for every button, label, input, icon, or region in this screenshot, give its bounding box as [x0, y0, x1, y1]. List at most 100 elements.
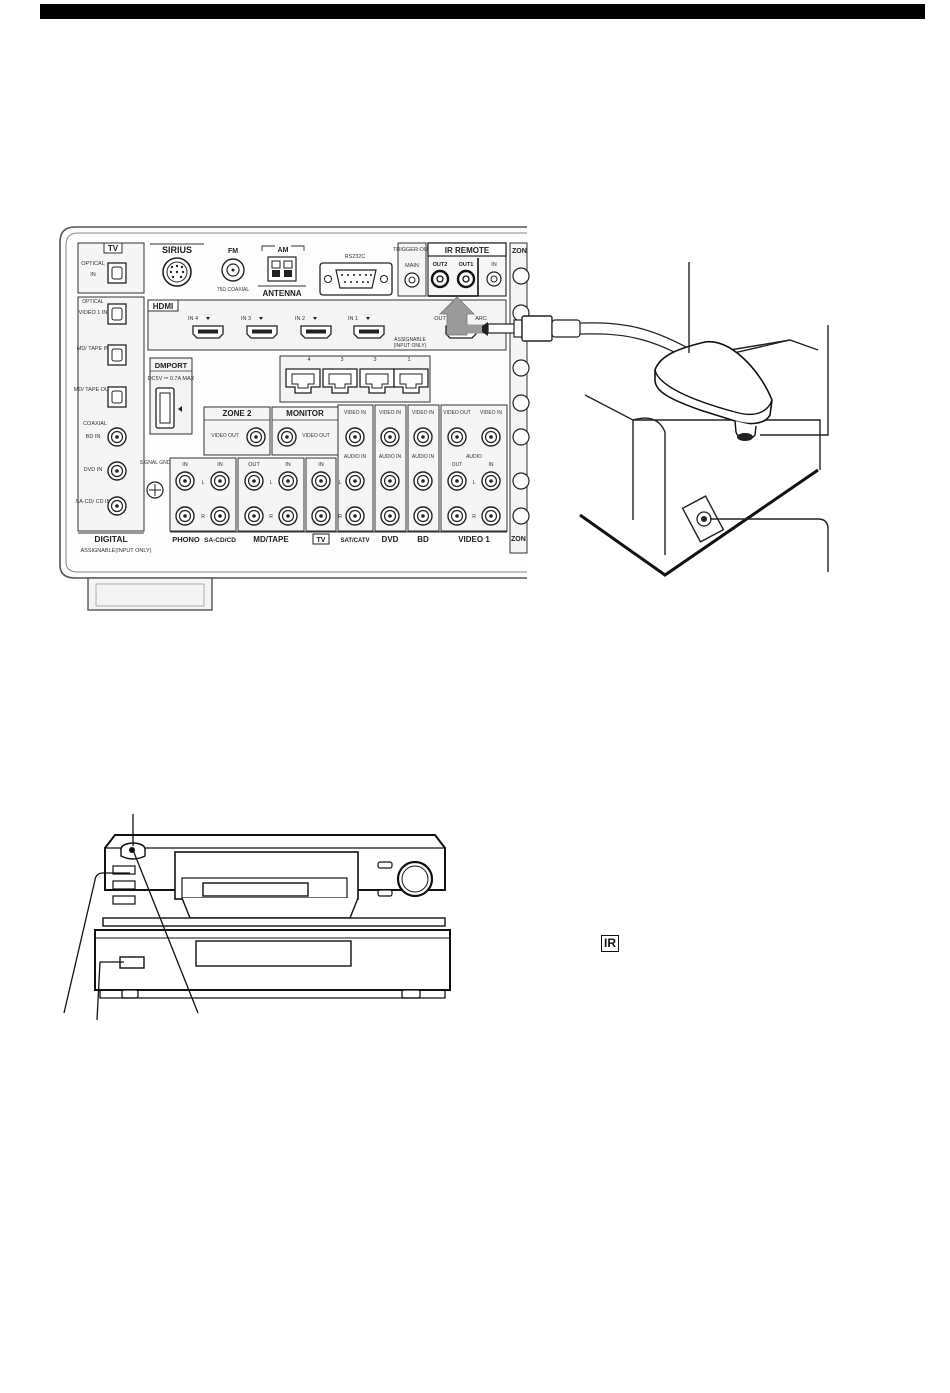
md-tape-out-label: MD/ TAPE OUT [74, 387, 113, 393]
hdmi-in2-label: IN 2 [295, 316, 305, 322]
satcatv-l-label: L [339, 480, 342, 486]
phono-r-label: R [201, 514, 205, 520]
dvd-video-in-label: VIDEO IN [379, 410, 401, 416]
video1-label: VIDEO 1 [458, 535, 490, 544]
phono-label: PHONO [172, 535, 200, 544]
ir-symbol-icon: IR [601, 935, 619, 952]
input-only-label: (INPUT ONLY) [394, 343, 427, 349]
antenna-label: ANTENNA [262, 289, 301, 298]
signal-gnd-label: SIGNAL GND [140, 460, 171, 466]
tv-in-label: IN [318, 462, 324, 468]
dmport-label: DMPORT [155, 361, 188, 370]
video1-in-label: VIDEO 1 IN [79, 310, 108, 316]
dvd-video-jack [380, 427, 400, 447]
optical-tv-jack [107, 262, 127, 284]
hdmi-in1-port [353, 325, 385, 339]
optical-video1-jack [107, 303, 127, 325]
dvd-audio-in-label: AUDIO IN [379, 454, 402, 460]
header-rule [40, 4, 925, 19]
bd-label: BD [417, 535, 429, 544]
video1-r-label: R [472, 514, 476, 520]
md-tape-in-label: MD/ TAPE IN [77, 346, 110, 352]
bd-video-jack [413, 427, 433, 447]
zon-bottom-label: ZON [511, 536, 526, 543]
main-label: MAIN [405, 263, 419, 269]
video1-video-out-label: VIDEO OUT [443, 410, 471, 416]
coaxial-bd-jack [107, 427, 127, 447]
zone2-video-out-jack [246, 427, 266, 447]
optical-md-tape-in-jack [107, 344, 127, 366]
hdmi-label: HDMI [153, 302, 173, 311]
hdmi-in1-label: IN 1 [348, 316, 358, 322]
monitor-video-out-jack [277, 427, 297, 447]
sat-catv-label: SAT/CATV [340, 538, 369, 544]
video1-audio-out-label: OUT [452, 462, 463, 468]
coaxial-dvd-jack [107, 461, 127, 481]
coaxial-sacd-jack [107, 496, 127, 516]
lan4-label: 4 [307, 357, 310, 363]
sacd-cd-label: SA-CD/CD [204, 537, 236, 544]
satcatv-r-label: R [338, 514, 342, 520]
video1-video-out-jack [447, 427, 467, 447]
optical-label-2: OPTICAL [82, 299, 104, 305]
sacd-in-label: IN [217, 462, 223, 468]
satcatv-video-jack [345, 427, 365, 447]
zone2-label: ZONE 2 [223, 409, 252, 418]
monitor-label: MONITOR [286, 409, 324, 418]
hdmi-arc-label: ARC [475, 316, 487, 322]
optical-md-tape-out-jack [107, 386, 127, 408]
phono-l-label: L [202, 480, 205, 486]
coaxial-label: COAXIAL [83, 421, 107, 427]
satcatv-audio-in-label: AUDIO IN [344, 454, 367, 460]
video1-video-in-jack [481, 427, 501, 447]
satcatv-video-in-label: VIDEO IN [344, 410, 366, 416]
ir-in-label: IN [491, 262, 497, 268]
mdtape-in-label: IN [285, 462, 291, 468]
dvd-label: DVD [382, 535, 399, 544]
ir-cable-plug [439, 296, 701, 365]
ir-out1-label: OUT1 [459, 262, 474, 268]
mdtape-r-label: R [269, 514, 273, 520]
assignable-label: ASSIGNABLE [394, 337, 426, 343]
hdmi-in2-port [300, 325, 332, 339]
md-tape-label: MD/TAPE [253, 535, 289, 544]
rs232c-label: RS232C [345, 254, 366, 260]
digital-label: DIGITAL [94, 534, 127, 544]
hdmi-in3-label: IN 3 [241, 316, 251, 322]
fm-impedance-label: 75Ω COAXIAL [217, 287, 250, 293]
lan3b-label: 3 [373, 357, 376, 363]
assignable-input-only-label: ASSIGNABLE(INPUT ONLY) [80, 548, 151, 554]
dmport-spec-label: DC5V ⎓ 0.7A MAX [148, 376, 195, 382]
receiver-rear-panel: TV OPTICAL IN OPTICAL VIDEO 1 IN MD/ TAP… [59, 226, 530, 611]
optical-label: OPTICAL [81, 261, 105, 267]
hdmi-in3-port [246, 325, 278, 339]
ir-remote-label: IR REMOTE [445, 246, 490, 255]
hdmi-in4-label: IN 4 [188, 316, 198, 322]
ir-out2-label: OUT2 [433, 262, 448, 268]
lan1-label: 1 [407, 357, 410, 363]
video1-audio-in-label: IN [489, 462, 494, 468]
dvd-in-label: DVD IN [84, 467, 103, 473]
hdmi-out-label: OUT [434, 316, 446, 322]
trigger-out-label: TRIGGER OUT [393, 247, 432, 253]
mdtape-out-label: OUT [248, 462, 260, 468]
video1-l-label: L [473, 480, 476, 486]
sacd-cd-in-label: SA-CD/ CD IN [75, 499, 110, 505]
video1-audio-label: AUDIO [466, 454, 482, 460]
video1-video-in-label: VIDEO IN [480, 410, 502, 416]
lan3a-label: 3 [340, 357, 343, 363]
stacked-equipment-illustration [63, 814, 451, 1021]
bd-in-label: BD IN [86, 434, 101, 440]
hdmi-in4-port [192, 325, 224, 339]
bd-audio-in-label: AUDIO IN [412, 454, 435, 460]
zone-cut-label: ZON [512, 248, 527, 255]
monitor-video-out-label: VIDEO OUT [302, 433, 330, 439]
phono-in-label: IN [182, 462, 188, 468]
am-label: AM [278, 247, 289, 254]
sirius-label: SIRIUS [162, 245, 192, 255]
fm-label: FM [228, 248, 238, 255]
tv-label: TV [108, 244, 119, 253]
ir-blaster-scene [579, 262, 829, 577]
zone2-video-out-label: VIDEO OUT [211, 433, 239, 439]
